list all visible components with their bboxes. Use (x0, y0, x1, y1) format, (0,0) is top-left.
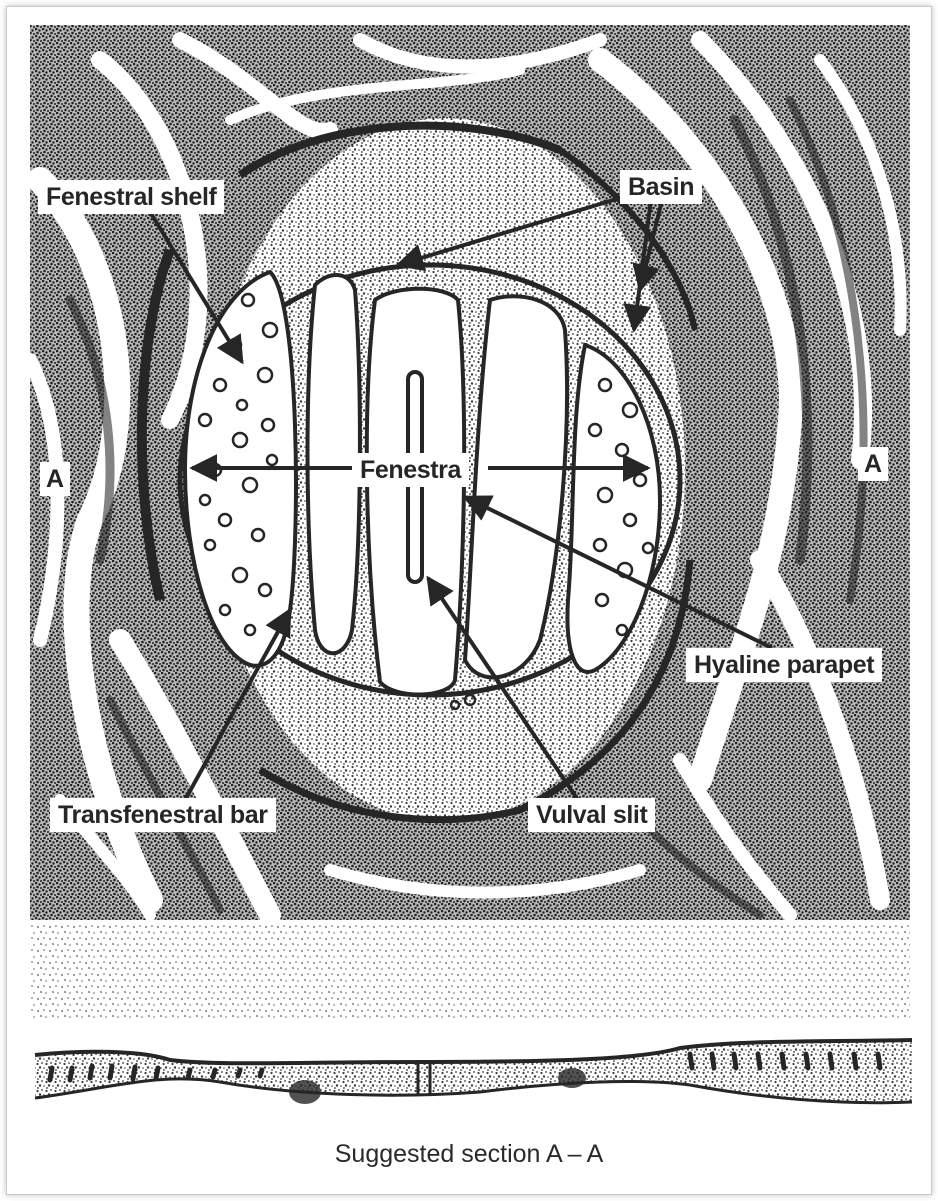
label-basin: Basin (620, 170, 702, 204)
label-fenestral-shelf: Fenestral shelf (38, 180, 224, 214)
label-a-right: A (858, 447, 888, 481)
label-fenestra: Fenestra (352, 453, 469, 487)
label-a-left: A (40, 462, 70, 496)
label-transfenestral-bar: Transfenestral bar (50, 798, 276, 832)
label-vulval-slit: Vulval slit (528, 798, 655, 832)
label-hyaline-parapet: Hyaline parapet (686, 648, 882, 682)
section-caption: Suggested section A – A (0, 1140, 938, 1169)
